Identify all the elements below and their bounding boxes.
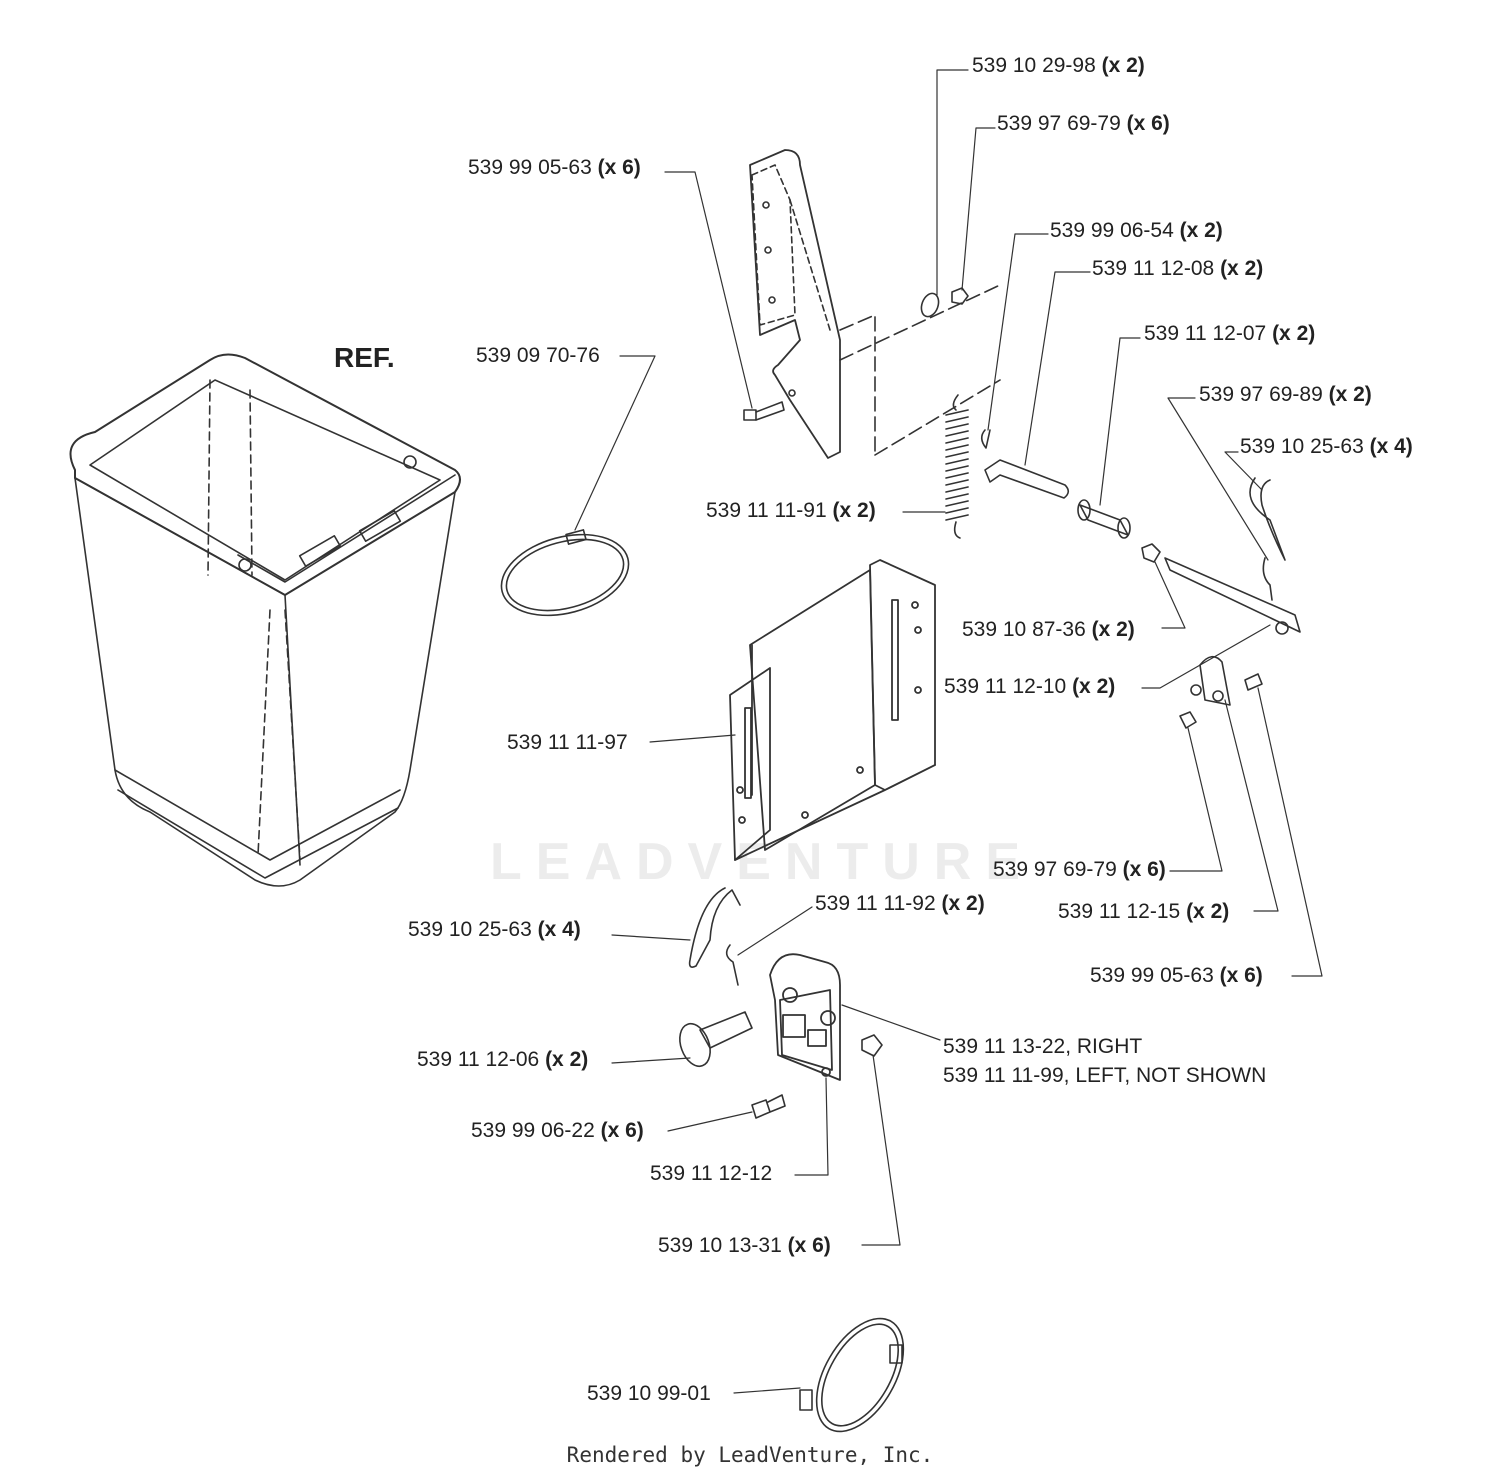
nut-lower	[861, 1034, 883, 1057]
spring	[945, 394, 969, 539]
ref-label: REF.	[334, 342, 395, 373]
callout-539-10-13-31: 539 10 13-31 (x 6)	[658, 1234, 831, 1257]
spacer-tube	[1077, 499, 1131, 539]
callout-539-11-12-12: 539 11 12-12	[650, 1162, 773, 1185]
footer-credit: Rendered by LeadVenture, Inc.	[566, 1443, 934, 1467]
callout-539-99-05-63-lower: 539 99 05-63 (x 6)	[1090, 964, 1263, 987]
l-pin	[984, 459, 1070, 499]
hose-clamp-lower	[799, 1317, 905, 1433]
mounting-frame	[729, 559, 936, 861]
callout-539-99-05-63-top: 539 99 05-63 (x 6)	[468, 156, 641, 179]
callout-539-99-06-22: 539 99 06-22 (x 6)	[471, 1119, 644, 1142]
small-plate	[1190, 655, 1231, 706]
bolt-top	[743, 401, 785, 421]
callout-539-10-25-63-left: 539 10 25-63 (x 4)	[408, 918, 581, 941]
upper-bracket	[749, 149, 1000, 459]
lynch-pin-right	[1249, 477, 1286, 561]
callout-539-10-87-36: 539 10 87-36 (x 2)	[962, 618, 1135, 641]
callout-539-10-99-01: 539 10 99-01	[587, 1382, 711, 1405]
hose-clamp-upper	[500, 529, 630, 617]
nut-mid	[1141, 543, 1161, 563]
callout-539-11-11-99: 539 11 11-99, LEFT, NOT SHOWN	[943, 1064, 1267, 1087]
callout-539-11-11-91: 539 11 11-91 (x 2)	[706, 499, 876, 522]
callout-539-11-12-15: 539 11 12-15 (x 2)	[1058, 900, 1230, 923]
bolt-right	[1244, 673, 1263, 691]
callout-539-97-69-79-lower: 539 97 69-79 (x 6)	[993, 858, 1166, 881]
rod	[1164, 557, 1301, 635]
lynch-pin-left	[688, 887, 741, 968]
callout-539-11-11-97: 539 11 11-97	[507, 731, 628, 754]
pull-pin	[679, 1011, 753, 1068]
leader-lines	[575, 70, 1322, 1393]
callout-539-11-12-07: 539 11 12-07 (x 2)	[1144, 322, 1316, 345]
washer	[920, 292, 940, 318]
callout-539-10-29-98: 539 10 29-98 (x 2)	[972, 54, 1145, 77]
hairpin-small	[980, 429, 991, 449]
side-plate	[769, 953, 841, 1081]
callout-539-97-69-79-top: 539 97 69-79 (x 6)	[997, 112, 1170, 135]
bolt-lower	[751, 1094, 786, 1119]
nut-top	[951, 287, 969, 305]
callout-539-10-25-63-right: 539 10 25-63 (x 4)	[1240, 435, 1413, 458]
callout-539-11-12-08: 539 11 12-08 (x 2)	[1092, 257, 1264, 280]
callout-539-99-06-54: 539 99 06-54 (x 2)	[1050, 219, 1223, 242]
callout-539-11-11-92: 539 11 11-92 (x 2)	[815, 892, 985, 915]
callout-539-09-70-76: 539 09 70-76	[476, 344, 600, 367]
callout-539-11-12-10: 539 11 12-10 (x 2)	[944, 675, 1116, 698]
callout-539-97-69-89: 539 97 69-89 (x 2)	[1199, 383, 1372, 406]
callout-539-11-12-06: 539 11 12-06 (x 2)	[417, 1048, 589, 1071]
hairpin-left	[725, 944, 739, 986]
nut-right	[1179, 711, 1197, 729]
bagger-bucket	[69, 353, 461, 887]
hairpin-right	[1262, 557, 1273, 601]
callout-539-11-13-22: 539 11 13-22, RIGHT	[943, 1035, 1143, 1058]
